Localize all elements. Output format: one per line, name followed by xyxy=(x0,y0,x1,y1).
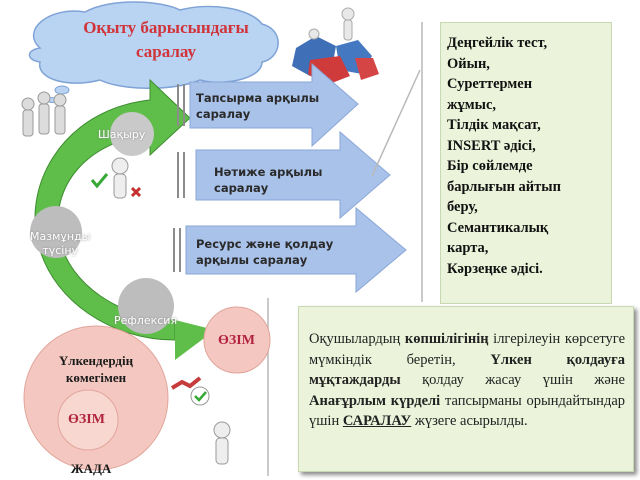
cloud-title-line2: саралау xyxy=(135,42,197,61)
ozim-top-label: ӨЗІМ xyxy=(218,333,255,348)
block-arrows xyxy=(185,62,407,294)
people-group-illustration xyxy=(21,91,67,137)
arrow-rails xyxy=(173,84,185,272)
cloud-title-line1: Оқыту барысындағы xyxy=(83,18,249,37)
ulken-label: Үлкендердің көмегімен xyxy=(58,353,134,385)
ozim-inner-label: ӨЗІМ xyxy=(68,412,105,427)
thinking-person-illustration xyxy=(90,157,142,199)
cycle-label-mazmuny: Мазмұнды түсіну xyxy=(30,230,91,257)
arrow-label-task: Тапсырма арқылы саралау xyxy=(196,91,320,121)
cycle-label-reflexia: Рефлексия xyxy=(114,314,178,327)
cycle-node-shakyru xyxy=(110,112,154,156)
cloud-title: Оқыту барысындағы саралау xyxy=(56,16,276,64)
cycle-node-mazmuny xyxy=(30,206,82,258)
ozim-inner-circle xyxy=(57,389,119,451)
cycle-label-shakyru: Шақыру xyxy=(98,128,146,141)
puzzle-people-illustration xyxy=(292,7,379,86)
summary-panel: Оқушылардың көпшілігінің ілгерілеуін көр… xyxy=(298,306,634,472)
arrow-label-resource: Ресурс және қолдау арқылы саралау xyxy=(196,237,334,267)
cycle-arrow xyxy=(34,78,215,360)
arrow-label-result: Нәтиже арқылы саралау xyxy=(214,165,323,195)
cycle-node-reflexia xyxy=(118,278,174,334)
zhada-label: ЖАДА xyxy=(70,461,112,476)
stairs-person-illustration xyxy=(170,376,231,465)
methods-panel: Деңгейлік тест, Ойын, Суреттермен жұмыс,… xyxy=(440,22,612,304)
ozim-top-circle xyxy=(203,306,271,374)
thought-cloud xyxy=(28,1,279,103)
